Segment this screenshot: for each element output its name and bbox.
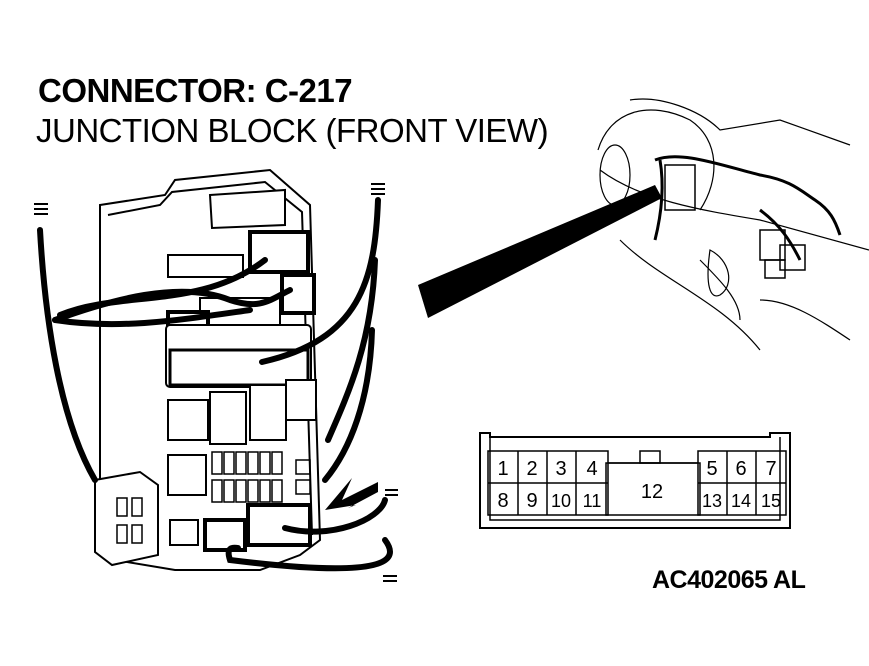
pin-label: 13 (702, 491, 722, 511)
pin-label: 8 (497, 490, 508, 512)
pin-label: 5 (706, 458, 717, 480)
pin-label: 7 (765, 458, 776, 480)
figure-code: AC402065 AL (652, 566, 806, 594)
pin-label: 9 (526, 490, 537, 512)
pin-label: 11 (583, 491, 602, 511)
connector-title: CONNECTOR: C-217 (38, 72, 353, 109)
pointer-arrow-icon (325, 478, 378, 510)
pin-label: 3 (555, 458, 566, 480)
pin-label: 6 (735, 458, 746, 480)
pin-label: 2 (526, 458, 537, 480)
connector-face (479, 432, 791, 529)
pin-label: 15 (761, 491, 781, 511)
pin-label: 1 (497, 458, 508, 480)
component-subtitle: JUNCTION BLOCK (FRONT VIEW) (36, 112, 549, 149)
pin-label-center: 12 (641, 481, 663, 503)
pin-label: 14 (731, 491, 751, 511)
pin-label: 10 (551, 491, 571, 511)
pin-label: 4 (586, 458, 597, 480)
